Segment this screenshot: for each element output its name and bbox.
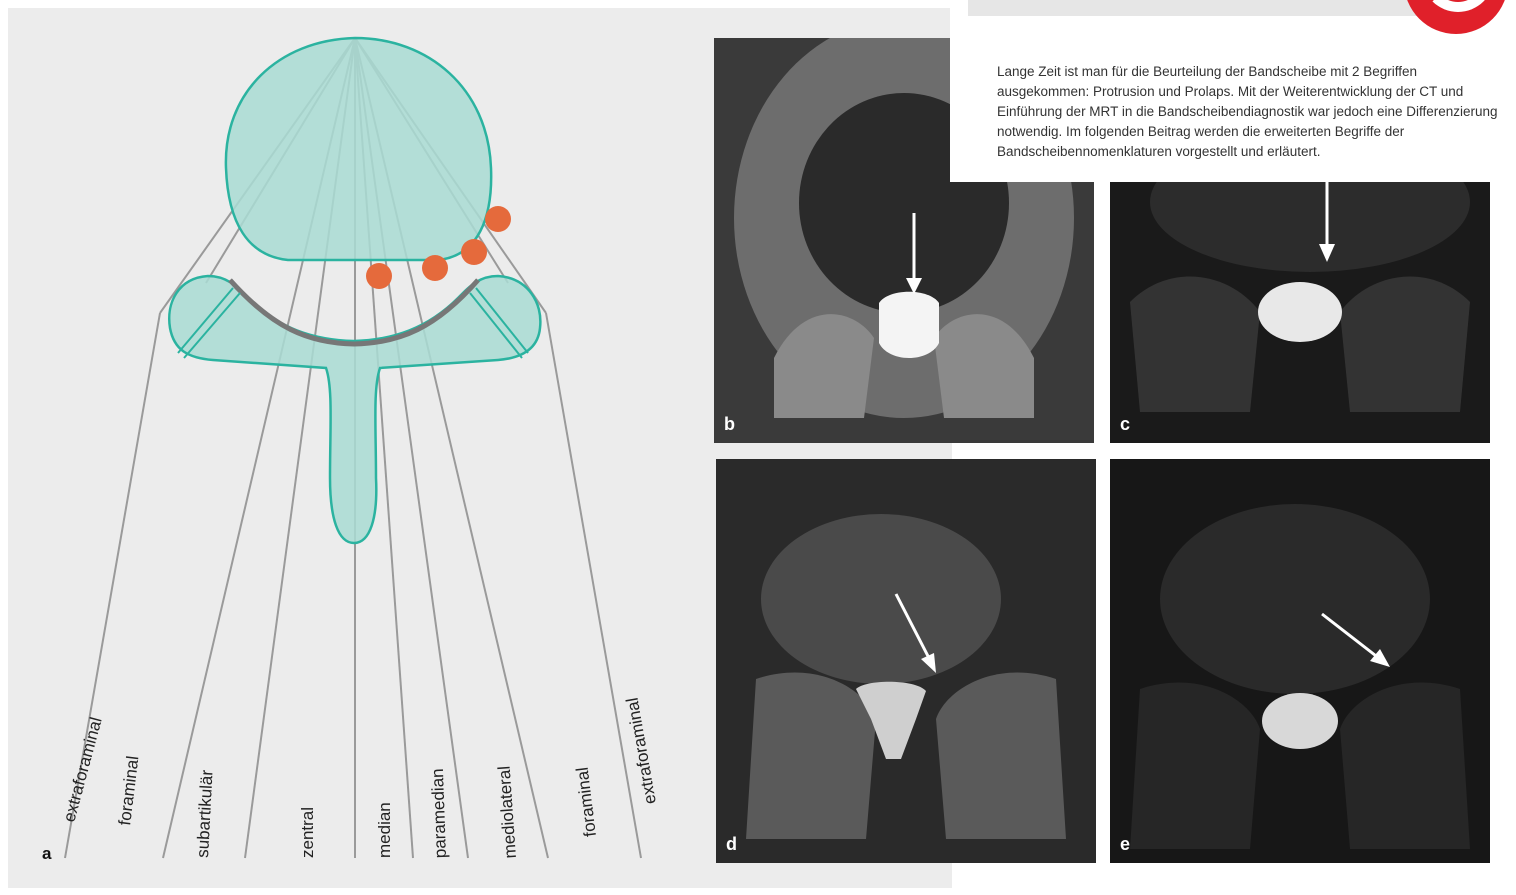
label-extraforaminal-left: extraforaminal bbox=[60, 715, 106, 824]
herniation-dot bbox=[461, 239, 487, 265]
herniation-dot bbox=[366, 263, 392, 289]
panel-label-a: a bbox=[42, 844, 51, 864]
mri-image-d bbox=[716, 459, 1096, 863]
label-foraminal-left: foraminal bbox=[115, 755, 142, 827]
mri-panel-d: d bbox=[716, 459, 1096, 863]
mri-panel-e: e bbox=[1110, 459, 1490, 863]
panel-label-b: b bbox=[724, 414, 735, 435]
logo-ring bbox=[1422, 0, 1494, 12]
label-subartikular: subartikulär bbox=[193, 769, 217, 858]
label-mediolateral: mediolateral bbox=[495, 765, 520, 859]
herniation-dot bbox=[422, 255, 448, 281]
label-paramedian: paramedian bbox=[428, 768, 450, 858]
herniation-dot bbox=[485, 206, 511, 232]
mri-panel-c: c bbox=[1110, 182, 1490, 443]
panel-label-c: c bbox=[1120, 414, 1130, 435]
panel-label-d: d bbox=[726, 834, 737, 855]
panel-label-e: e bbox=[1120, 834, 1130, 855]
mri-image-e bbox=[1110, 459, 1490, 863]
label-foraminal-right: foraminal bbox=[573, 766, 600, 838]
abstract-text: Lange Zeit ist man für die Beurteilung d… bbox=[997, 62, 1512, 162]
vertebral-body bbox=[226, 38, 491, 260]
mri-image-c bbox=[1110, 182, 1490, 443]
label-zentral: zentral bbox=[298, 807, 317, 858]
label-median: median bbox=[375, 802, 394, 858]
